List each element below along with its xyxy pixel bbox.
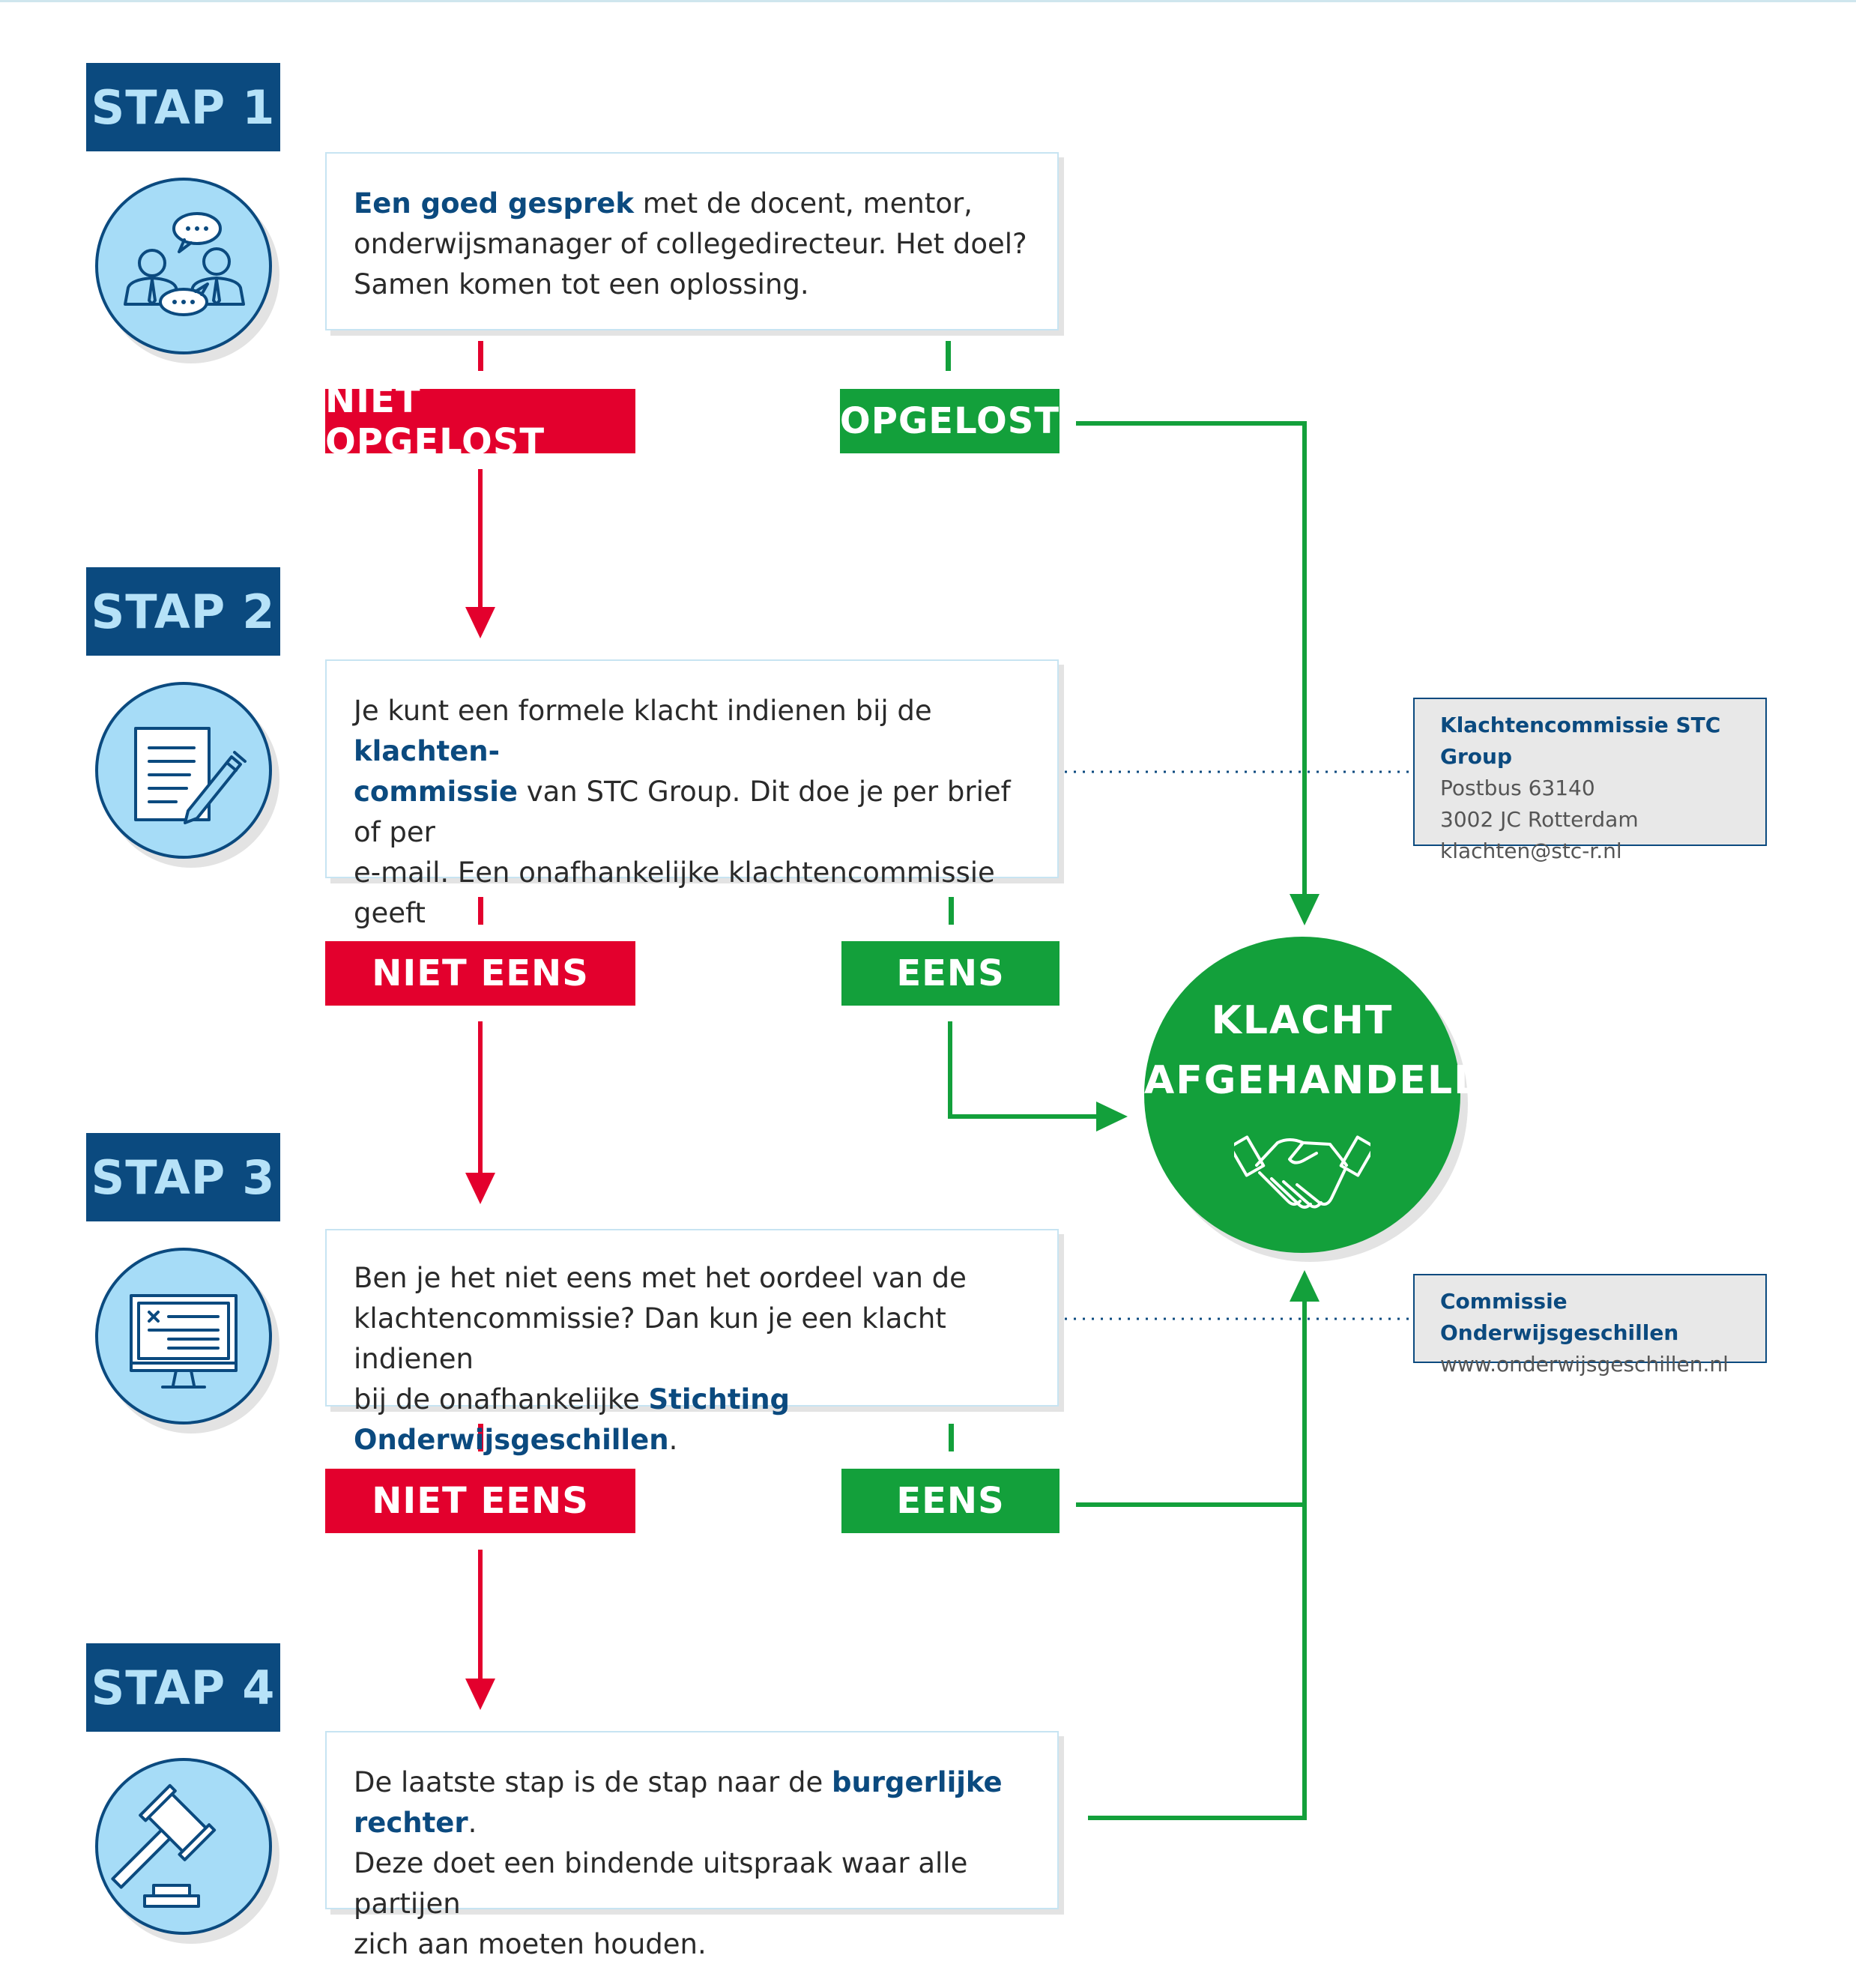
result-line-2: AFGEHANDELD: [1144, 1058, 1488, 1103]
step-text-segment: De laatste stap is de stap naar de: [354, 1766, 832, 1798]
green-paths: [948, 421, 1307, 1820]
complaint-resolved-circle: KLACHT AFGEHANDELD: [1144, 937, 1488, 1253]
result-line-1: KLACHT: [1211, 998, 1394, 1043]
highlighted-term: Een goed gesprek: [354, 187, 634, 220]
step-label: STAP: [91, 79, 226, 135]
info-line: www.onderwijsgeschillen.nl: [1440, 1352, 1729, 1377]
computer-screen-icon: [95, 1248, 272, 1424]
outcome-eens: EENS: [841, 941, 1060, 1006]
step-text-segment: onderwijsmanager of collegedirecteur. He…: [354, 228, 1027, 260]
step-text-segment: Samen komen tot een oplossing.: [354, 268, 809, 300]
step-text: Ben je het niet eens met het oordeel van…: [354, 1258, 1035, 1460]
step-label: STAP: [91, 584, 226, 639]
info-box-commissie-onderwijsgeschillen: Commissie Onderwijsgeschillen www.onderw…: [1413, 1274, 1767, 1377]
outcome-opgelost: OPGELOST: [840, 389, 1060, 453]
info-title: Klachtencommissie STC Group: [1440, 713, 1721, 769]
gavel-icon: [95, 1758, 272, 1935]
highlighted-term: klachten-: [354, 735, 501, 767]
outcome-niet-eens: NIET EENS: [325, 941, 635, 1006]
info-line: Postbus 63140: [1440, 776, 1595, 800]
top-divider: [0, 0, 1856, 2]
step-3-description: Ben je het niet eens met het oordeel van…: [325, 1229, 1059, 1456]
step-text-segment: klachtencommissie? Dan kun je een klacht…: [354, 1302, 946, 1375]
step-3-badge: STAP 3: [86, 1133, 280, 1221]
step-text: Een goed gesprek met de docent, mentor, o…: [354, 184, 1035, 305]
conversation-icon: [95, 178, 272, 354]
highlighted-term: commissie: [354, 776, 518, 808]
step-text: De laatste stap is de stap naar de burge…: [354, 1762, 1035, 1965]
step-2-description: Je kunt een formele klacht indienen bij …: [325, 659, 1059, 970]
highlighted-term: burgerlijke rechter: [354, 1766, 1003, 1839]
step-text-segment: bij de onafhankelijke: [354, 1383, 649, 1416]
step-1-badge: STAP 1: [86, 63, 280, 151]
step-text-segment: Ben je het niet eens met het oordeel van…: [354, 1262, 967, 1294]
step-text-segment: zich aan moeten houden.: [354, 1928, 707, 1960]
step-number: 1: [242, 79, 276, 135]
info-title: Commissie Onderwijsgeschillen: [1440, 1289, 1679, 1345]
red-ticks: [478, 341, 483, 1451]
step-4-description: De laatste stap is de stap naar de burge…: [325, 1731, 1059, 1960]
info-line: klachten@stc-r.nl: [1440, 839, 1622, 863]
step-text-segment: van STC Group. Dit doe je per brief of p…: [354, 776, 1011, 848]
info-line: 3002 JC Rotterdam: [1440, 807, 1639, 832]
highlighted-term: Stichting Onderwijsgeschillen: [354, 1383, 791, 1456]
step-4-badge: STAP 4: [86, 1643, 280, 1732]
step-1-description: Een goed gesprek met de docent, mentor, o…: [325, 152, 1059, 330]
green-ticks: [946, 341, 954, 1451]
step-label: STAP: [91, 1660, 226, 1715]
step-number: 3: [242, 1149, 276, 1205]
step-2-badge: STAP 2: [86, 567, 280, 656]
red-arrows: [465, 469, 495, 1710]
step-text: Je kunt een formele klacht indienen bij …: [354, 691, 1035, 974]
handshake-icon: [1234, 1135, 1370, 1209]
step-label: STAP: [91, 1149, 226, 1205]
green-arrowheads: [1096, 894, 1320, 1302]
step-text-segment: Je kunt een formele klacht indienen bij …: [354, 695, 932, 727]
info-box-klachtencommissie: Klachtencommissie STC Group Postbus 6314…: [1413, 698, 1767, 863]
step-text-segment: .: [468, 1807, 477, 1839]
outcome-eens: EENS: [841, 1469, 1060, 1533]
document-pen-icon: [95, 682, 272, 859]
outcome-niet-eens: NIET EENS: [325, 1469, 635, 1533]
step-number: 4: [242, 1660, 276, 1715]
step-text-segment: Deze doet een bindende uitspraak waar al…: [354, 1847, 968, 1920]
step-number: 2: [242, 584, 276, 639]
step-text-segment: .: [668, 1424, 678, 1456]
outcome-niet-opgelost: NIET OPGELOST: [325, 379, 635, 463]
step-text-segment: e-mail. Een onafhankelijke klachtencommi…: [354, 856, 995, 929]
step-text-segment: met de docent, mentor,: [634, 187, 973, 220]
